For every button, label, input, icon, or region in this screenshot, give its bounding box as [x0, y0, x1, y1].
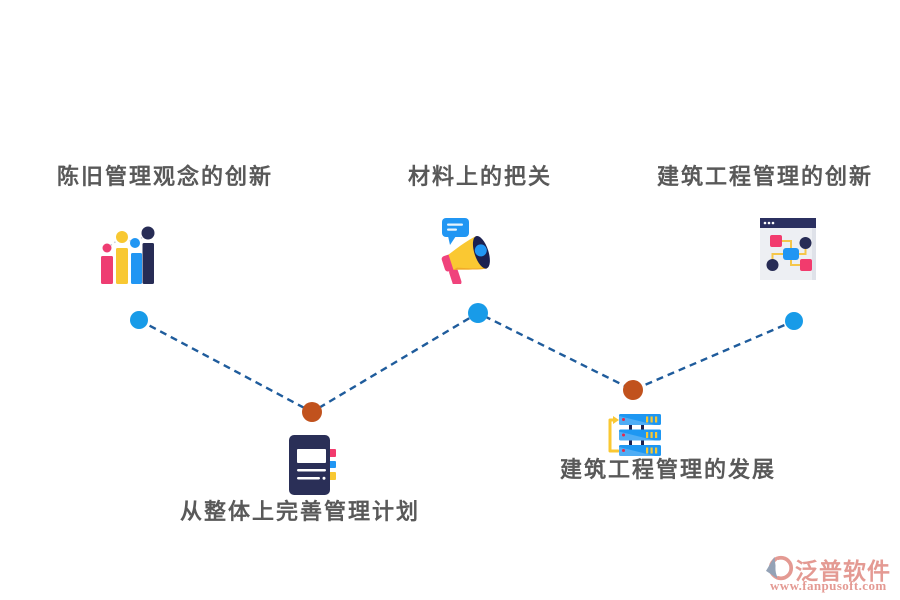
milestone-dot: [468, 303, 488, 323]
brand-name: 泛普软件: [795, 559, 891, 585]
node-label-management-development: 建筑工程管理的发展: [560, 458, 777, 483]
server-stack-icon: [603, 414, 661, 456]
milestone-dot: [130, 311, 148, 329]
bar-chart-icon: [98, 226, 156, 284]
fanpu-logo-icon: [766, 555, 794, 581]
megaphone-icon: [436, 212, 510, 287]
milestone-dot: [302, 402, 322, 422]
notebook-icon: [289, 435, 337, 495]
node-label-outdated-concepts: 陈旧管理观念的创新: [57, 165, 274, 190]
node-label-material-control: 材料上的把关: [408, 165, 553, 190]
node-label-overall-plan: 从整体上完善管理计划: [180, 500, 421, 525]
flowchart-window-icon: [760, 217, 818, 281]
milestone-dot: [785, 312, 803, 330]
brand-url: www.fanpusoft.com: [770, 578, 887, 593]
brand-watermark: 泛普软件 www.fanpusoft.com: [766, 552, 896, 596]
milestone-dot: [623, 380, 643, 400]
node-label-management-innovation: 建筑工程管理的创新: [657, 165, 874, 190]
